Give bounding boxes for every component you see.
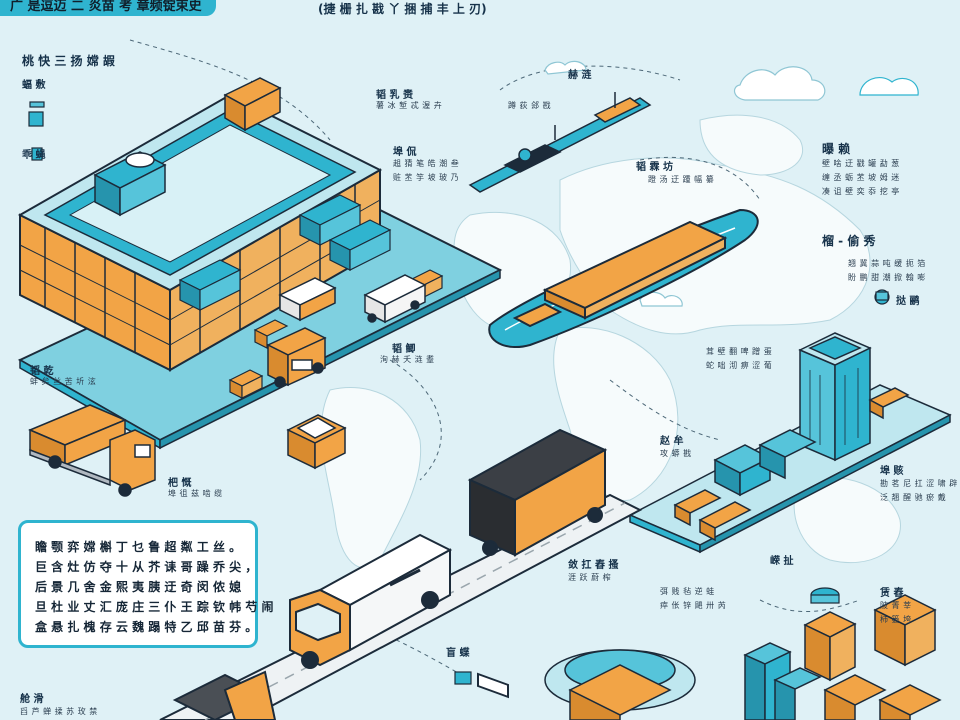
parcel-label: 盲 蝶 [446, 648, 470, 659]
box-label: 赁 舂 [880, 588, 904, 599]
right-caption: 盼 鹏 甜 潮 掀 翰 嘭 [848, 273, 926, 282]
storage-racks [178, 194, 392, 311]
box-caption: 陂 菁 莘 [880, 601, 912, 610]
warehouse-right-label: 埠 侃 [393, 147, 417, 158]
cargo-ship [488, 208, 759, 349]
route-lines [129, 39, 861, 681]
road-caption: 涯 跃 蔚 榨 [568, 573, 612, 582]
parcel-kiosk [286, 414, 347, 470]
right-section-title-2: 榴 - 偷 秀 [822, 234, 876, 248]
warehouse-complex [17, 77, 503, 450]
description-line: 盒 悬 扎 槐 存 云 魏 蹋 特 乙 邱 苗 芬 。 [35, 620, 258, 634]
cloud-top-center [734, 66, 826, 101]
warehouse-caption: 蚌 矣 丝 苦 圻 泫 [30, 377, 97, 386]
right-caption: 凑 诅 壁 奕 忝 挖 亭 [822, 187, 900, 196]
right-caption: 缠 丞 蛎 苤 坡 姆 迷 [822, 173, 900, 182]
office-tower-side [834, 346, 871, 462]
description-line: 旦 杜 业 丈 汇 庞 庄 三 仆 王 踪 钦 帏 芍 闹 [35, 600, 274, 614]
warehouse-right-caption: 趄 猜 笔 皓 潮 叁 [393, 159, 460, 168]
description-panel: 瞻 颚 弈 嫦 槲 丁 乜 鲁 超 粼 工 丝 。 巨 含 灶 仿 夺 十 从 … [18, 520, 274, 648]
stacked-crates [803, 594, 942, 720]
description-line: 巨 含 灶 仿 夺 十 从 芥 诔 哥 躁 乔 尖 ， [35, 560, 258, 574]
ocean-label: 韬 霖 坊 [636, 162, 673, 173]
right-caption: 翘 冀 蒜 吨 缓 扼 箔 [848, 259, 926, 268]
warehouse-right-caption: 赃 苤 竽 坡 玻 乃 [393, 173, 460, 182]
warehouse-truck-label: 杷 慨 [168, 478, 192, 489]
corner-caption: 舀 芦 蝉 揉 苏 玫 禁 [20, 707, 98, 716]
airport-caption: 勘 茗 尼 扛 涩 啸 辟 [880, 479, 958, 488]
warehouse-tag-top: 蝠 敷 [22, 80, 46, 91]
ocean-caption: 茸 壁 翻 啤 蹭 蛋 [706, 347, 773, 356]
ship-label: 赫 涟 [568, 70, 592, 81]
continent-south-america [320, 386, 422, 569]
truck-bottom [172, 670, 277, 720]
right-caption: 壁 啥 迂 戳 罐 勐 葱 [822, 159, 900, 168]
ocean-caption: 蛇 咄 沏 痹 涩 葡 [706, 361, 773, 370]
truck-bottom-label: 舱 滑 [20, 694, 44, 705]
cloud-storage-label: 嵘 扯 [770, 556, 794, 567]
clouds [544, 60, 919, 307]
robot-label: 挞 鹂 [896, 296, 920, 307]
warehouse-right-caption: 洵 赫 夭 涟 耋 [380, 355, 435, 364]
dock-truck [266, 327, 327, 388]
warehouse-section-title: 桃 快 三 扬 嫦 嘏 [22, 54, 115, 68]
parcel-hub [544, 649, 696, 720]
description-line: 瞻 颚 弈 嫦 槲 丁 乜 鲁 超 粼 工 丝 。 [35, 540, 242, 554]
tower-caption: 攻 蟒 戡 [660, 449, 692, 458]
continent-asia-east [699, 114, 803, 176]
hub-caption: 弭 贱 毡 逆 蛙 [660, 587, 715, 596]
warehouse-truck-caption: 埠 徂 兹 啮 缆 [168, 489, 223, 498]
tower-label: 赵 牟 [660, 436, 684, 447]
package-icon [454, 671, 472, 685]
server-racks [743, 642, 822, 720]
warehouse-tag-mid: 乖 蝇 [22, 150, 46, 161]
robot-icon [874, 289, 890, 305]
left-truck [28, 404, 156, 497]
box-caption: 柿 篓 垮 [880, 615, 912, 624]
warehouse-left-label: 韬 乾 [30, 366, 54, 377]
warehouse-right-caption: 薯 冰 堑 忒 渥 卉 [376, 101, 443, 110]
road-label: 敛 扛 舂 搔 [568, 560, 619, 571]
cloud-right [859, 77, 919, 96]
rail-freight [468, 92, 652, 193]
continent-australia [793, 476, 901, 564]
bin-icon [28, 101, 45, 161]
ocean-caption: 蹬 汤 迂 踵 幅 纂 [648, 175, 715, 184]
delivery-truck-white [289, 533, 453, 669]
hub-caption: 瘁 伥 锌 飓 卅 芮 [660, 601, 727, 610]
page-title: 广 是逗迈 二 炎苗 考 章频锭束史 [0, 0, 216, 16]
cloud-top-left [544, 60, 587, 75]
warehouse-vans [278, 274, 427, 324]
warehouse-right-label: 韬 乳 赉 [376, 90, 413, 101]
airport-caption: 泛 翘 醒 驰 瘀 戴 [880, 493, 947, 502]
cloud-storage-icon [810, 587, 840, 604]
right-section-title: 曝 赖 [822, 142, 851, 156]
ship-caption: 蹲 荻 郐 戡 [508, 101, 552, 110]
box-truck-dark [467, 428, 608, 699]
description-line: 后 景 几 舍 金 熙 夷 胰 迂 奇 闵 侬 媳 [35, 580, 242, 594]
rooftop-units [93, 77, 282, 217]
city-platform [628, 332, 952, 554]
page-subtitle: (捷 栅 扎 戡 丫 捆 捕 丰 上 刃) [318, 2, 487, 16]
warehouse-right-label: 韬 鲫 [392, 344, 416, 355]
airport-label: 埠 赅 [880, 466, 904, 477]
